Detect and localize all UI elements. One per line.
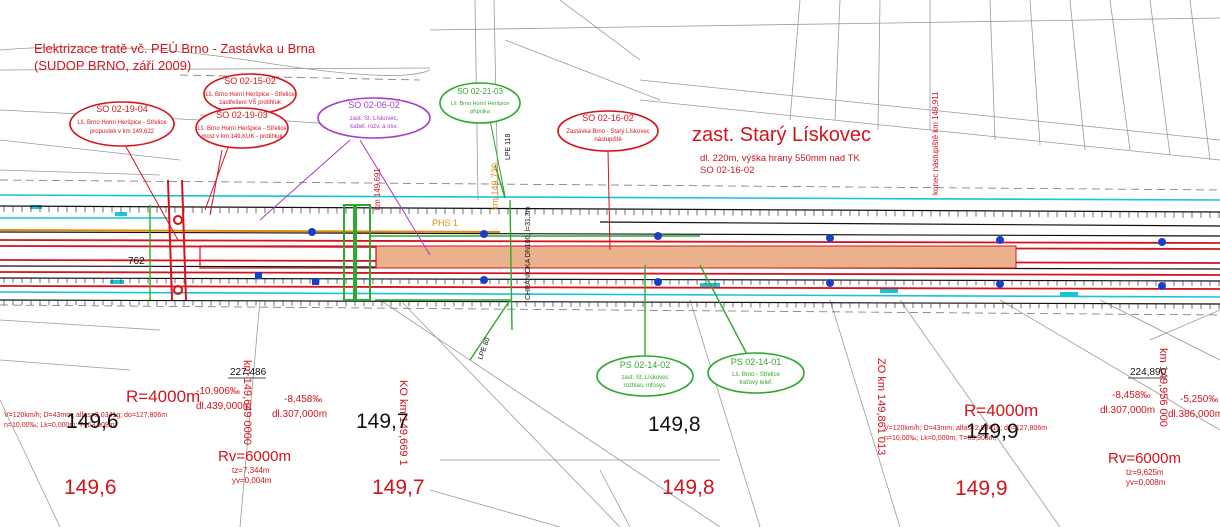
callout-code: SO 02-16-02	[582, 113, 634, 123]
km-vertical-label: konec nástupiště km 149,911	[931, 91, 940, 195]
callout-so-02-06-02: SO 02-06-02 zast. St. Lískovec, kabel. r…	[317, 97, 431, 139]
callout-line: rozhlas, infosys.	[623, 383, 666, 389]
num-762: 762	[128, 256, 145, 267]
callout-code: SO 02-19-03	[216, 110, 268, 120]
gradient-label: -5,250‰	[1180, 394, 1218, 405]
phs-label: PHS 1	[432, 218, 458, 228]
station-code: SO 02-16-02	[700, 165, 754, 176]
callout-line: Lš. Brno - Střelice	[732, 372, 780, 378]
gradient-label: -10,906‰	[196, 386, 240, 397]
callout-ps-02-14-01: PS 02-14-01 Lš. Brno - Střelice traťový …	[707, 352, 805, 394]
stationing-red: 149,8	[662, 476, 715, 499]
lpe-label: LPE 118	[505, 134, 512, 160]
km-vertical-label: km 149,730	[490, 163, 500, 210]
vertical-curve-t: tz=7,344m	[232, 466, 270, 475]
gradient-length: dl.307,000m	[272, 409, 327, 420]
callout-so-02-21-03: SO 02-21-03 Lš. Brno Horní Heršpice příp…	[439, 82, 521, 124]
gradient-length: dl.386,000m	[1168, 409, 1220, 420]
vertical-radius-label: Rv=6000m	[218, 448, 291, 465]
callout-line: zast. St. Lískovec,	[350, 116, 399, 122]
km-vertical-label: ZO km 149,861 013	[875, 358, 887, 455]
vertical-curve-t: tz=9,625m	[1126, 468, 1164, 477]
vertical-curve-y: yv=0,008m	[1126, 478, 1166, 487]
callout-code: SO 02-15-02	[224, 76, 276, 86]
cable-label: CHRÁNIČKA DN100, l=31,3m	[523, 206, 532, 300]
stationing-black: 149,6	[66, 410, 119, 433]
callout-line: Lš. Brno Horní Heršpice - Střelice	[77, 120, 167, 126]
km-vertical-label: km 149,691	[373, 168, 382, 210]
structure-box	[199, 245, 377, 269]
callout-line: Lš. Brno Horní Heršpice - Střelice	[197, 126, 287, 132]
lpe-label: LPE 80	[477, 337, 491, 361]
callout-line: Zastávka Brno - Starý Lískovec	[566, 129, 649, 135]
station-details: dl. 220m, výška hrany 550mm nad TK	[700, 153, 860, 164]
callout-so-02-16-02: SO 02-16-02 Zastávka Brno - Starý Lískov…	[557, 110, 659, 152]
callout-line: zast. St. Lískovec	[621, 375, 668, 381]
length-label: 227,486	[230, 367, 267, 378]
callout-code: SO 02-19-04	[96, 104, 148, 114]
stationing-black: 149,8	[648, 413, 701, 436]
gradient-label: -8,458‰	[284, 394, 322, 405]
curve-params: V=120km/h; D=43mm; alfas=2,0341g; do=127…	[884, 425, 1047, 432]
mast-symbols	[255, 228, 1166, 290]
stationing-black: 149,7	[356, 410, 409, 433]
callout-line: Lš. Brno Horní Heršpice	[451, 101, 510, 107]
gradient-length: dl.307,000m	[1100, 405, 1155, 416]
sleeper-ticks	[3, 206, 1220, 309]
callout-so-02-19-04: SO 02-19-04 Lš. Brno Horní Heršpice - St…	[69, 101, 175, 147]
length-label: 224,890	[1130, 367, 1167, 378]
radius-label: R=4000m	[126, 387, 200, 406]
header-title-line1: Elektrizace tratě vč. PEÚ Brno - Zastávk…	[34, 41, 316, 56]
dashed-boundary	[0, 74, 1220, 316]
cyan-lines	[0, 194, 1220, 298]
callout-line: přípojka	[470, 109, 491, 115]
callout-code: SO 02-06-02	[348, 100, 400, 110]
platform	[375, 245, 1017, 269]
callout-line: Lš. Brno Horní Heršpice - Střelice	[205, 92, 295, 98]
callout-line: propustek v km 149,622	[90, 129, 155, 135]
curve-params: n=10,00‰; Lk=0,000m; T=63,908m;	[4, 422, 117, 429]
curve-params: n=10,00‰; Lk=0,000m; T=63,908m;	[884, 435, 997, 442]
callout-code: SO 02-21-03	[457, 87, 503, 96]
stationing-red: 149,9	[955, 477, 1008, 500]
callout-line: traťový telef.	[739, 380, 773, 386]
callout-so-02-19-03: SO 02-19-03 Lš. Brno Horní Heršpice - St…	[195, 107, 289, 149]
gradient-label: -8,458‰	[1112, 390, 1150, 401]
callout-so-02-15-02: SO 02-15-02 Lš. Brno Horní Heršpice - St…	[203, 73, 297, 115]
callout-line: kabel. rozv. a osv.	[350, 124, 398, 130]
stationing-black: 149,9	[966, 420, 1019, 443]
km-vertical-label: KO km 149,669 1	[397, 380, 409, 466]
stationing-red: 149,6	[64, 476, 117, 499]
callout-line: nástupiště	[594, 137, 622, 143]
radius-label: R=4000m	[964, 401, 1038, 420]
gradient-length: dl.439,000m	[196, 401, 251, 412]
vertical-radius-label: Rv=6000m	[1108, 450, 1181, 467]
vertical-curve-y: yv=0,004m	[232, 476, 272, 485]
bridge-green	[343, 204, 371, 301]
callout-code: PS 02-14-02	[620, 360, 671, 370]
station-name: zast. Starý Lískovec	[692, 124, 871, 146]
header-title-line2: (SUDOP BRNO, září 2009)	[34, 58, 191, 73]
callout-line: zastřešení VŠ protihluk	[219, 99, 282, 106]
bridge-structure	[167, 179, 187, 301]
leader-lines	[124, 114, 646, 360]
callout-ps-02-14-02: PS 02-14-02 zast. St. Lískovec rozhlas, …	[596, 355, 694, 397]
km-vertical-label: km 149,649 0000	[241, 360, 253, 445]
km-vertical-label: km 149,956 000	[1157, 348, 1169, 427]
curve-params: V=120km/h; D=43mm; alfas=2,0341g; do=127…	[4, 412, 167, 419]
callout-code: PS 02-14-01	[731, 357, 782, 367]
callout-line: most v km 149,KUK - protihluk	[201, 134, 283, 140]
green-cables	[149, 164, 751, 361]
stationing-red: 149,7	[372, 476, 425, 499]
track-lines	[0, 205, 1220, 305]
phs-line	[0, 229, 501, 233]
